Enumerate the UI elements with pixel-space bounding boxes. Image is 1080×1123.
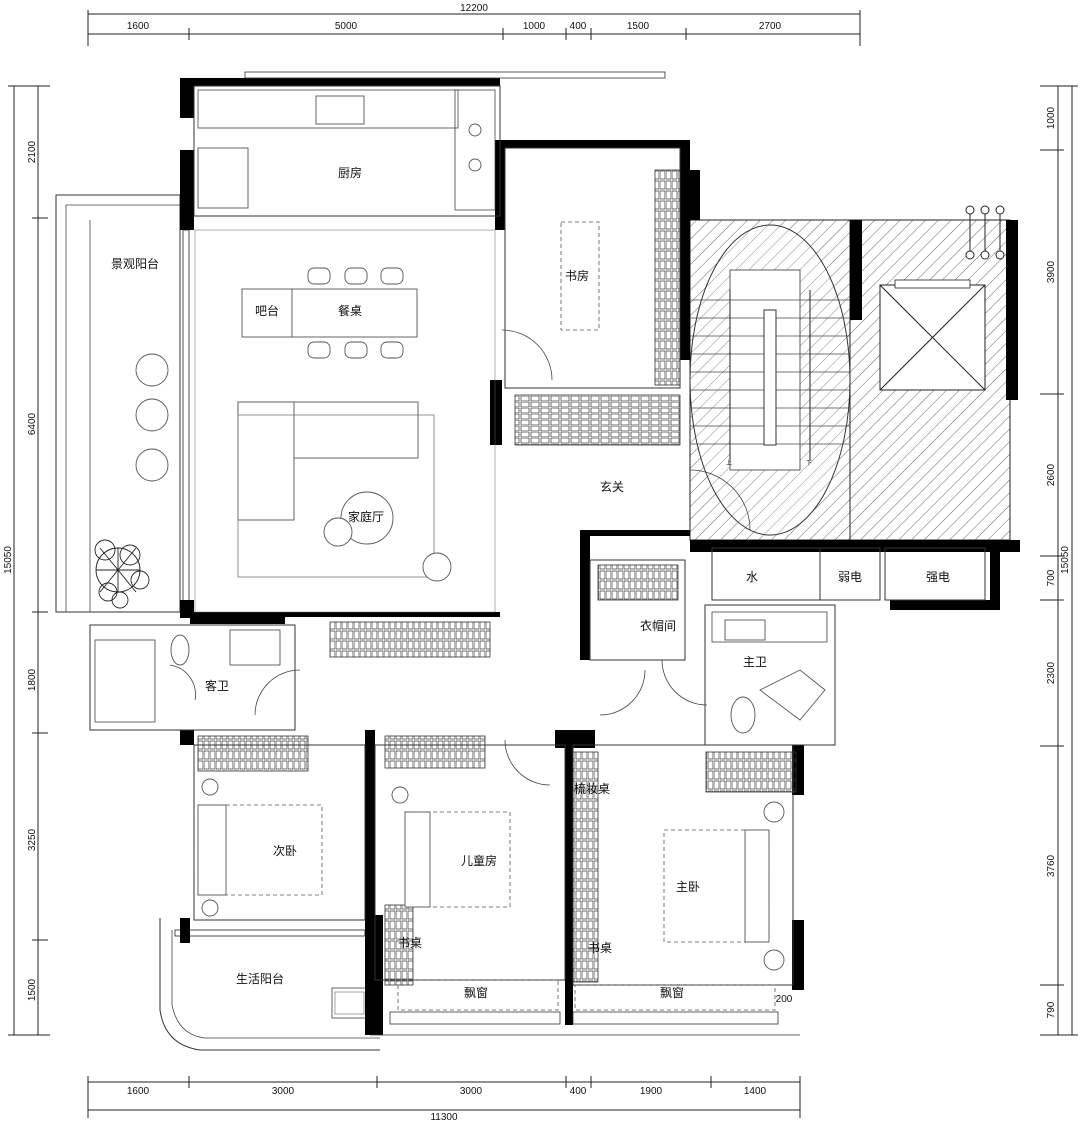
room-label-service-balcony: 生活阳台 — [236, 971, 284, 986]
room-label-weak-elec: 弱电 — [838, 570, 862, 584]
dim-right-seg: 3760 — [1046, 854, 1057, 877]
room-label-vanity: 梳妆桌 — [574, 781, 610, 796]
room-label-strong-elec: 强电 — [926, 570, 950, 584]
room-label-master-bed: 主卧 — [676, 880, 700, 894]
furniture — [169, 267, 826, 971]
dim-top-seg: 1500 — [627, 21, 650, 32]
room-label-desk: 书桌 — [588, 941, 612, 955]
dim-left-seg: 1800 — [27, 668, 38, 691]
walls — [180, 78, 1020, 1035]
dim-right-total: 15050 — [1060, 546, 1071, 574]
dim-left-seg: 2100 — [27, 140, 38, 163]
dim-top-seg: 5000 — [335, 21, 358, 32]
dim-top-seg: 1000 — [523, 21, 546, 32]
stair-elevator-core: 上 下 — [689, 205, 1018, 541]
room-label-cloakroom: 衣帽间 — [640, 618, 676, 633]
dim-left-total: 15050 — [3, 546, 14, 574]
room-label-study: 书房 — [565, 268, 589, 283]
dim-bottom-seg: 1400 — [744, 1086, 767, 1097]
dimension-top: 12200 1600 5000 1000 400 1500 2700 — [87, 3, 861, 46]
dim-left-seg: 3250 — [27, 828, 38, 851]
dim-left-seg: 1500 — [27, 978, 38, 1001]
view-balcony: 景观阳台 — [55, 194, 190, 613]
dim-right-seg: 2600 — [1046, 463, 1057, 486]
dim-bottom-seg: 3000 — [460, 1086, 483, 1097]
dim-right-seg: 700 — [1046, 569, 1057, 586]
room-label-view-balcony: 景观阳台 — [111, 256, 159, 271]
dim-bottom-seg: 400 — [570, 1086, 587, 1097]
room-labels: 厨房 书房 吧台 餐桌 家庭厅 玄关 水 弱电 强电 衣帽间 客卫 主卫 次卧 … — [205, 165, 950, 1005]
dim-top-seg: 1600 — [127, 21, 150, 32]
dim-left-seg: 6400 — [27, 412, 38, 435]
room-label-bay-window: 飘窗 — [660, 986, 684, 1000]
dim-right-seg: 1000 — [1046, 106, 1057, 129]
interior-lines — [89, 71, 986, 1036]
room-label-family-hall: 家庭厅 — [348, 509, 384, 524]
dim-top-seg: 2700 — [759, 21, 782, 32]
dimension-right: 15050 1000 3900 2600 700 2300 3760 790 — [1040, 85, 1078, 1036]
room-label-guest-bath: 客卫 — [205, 678, 229, 693]
dimension-left: 15050 2100 6400 1800 3250 1500 — [3, 85, 50, 1036]
room-label-kids-room: 儿童房 — [461, 853, 497, 868]
room-label-kitchen: 厨房 — [338, 165, 362, 180]
room-label-second-bed: 次卧 — [273, 844, 297, 858]
dimension-bottom: 1600 3000 3000 400 1900 1400 11300 — [87, 1076, 801, 1123]
stair-down-label: 下 — [806, 460, 812, 467]
dim-bottom-seg: 1900 — [640, 1086, 663, 1097]
dim-bottom-seg: 1600 — [127, 1086, 150, 1097]
dim-right-seg: 790 — [1046, 1001, 1057, 1018]
room-label-foyer: 玄关 — [600, 479, 624, 494]
dim-bottom-total: 11300 — [430, 1112, 458, 1123]
dim-top-seg: 400 — [570, 21, 587, 32]
room-label-bar: 吧台 — [255, 303, 279, 318]
dim-top-total: 12200 — [460, 3, 488, 14]
room-label-master-bath: 主卫 — [743, 655, 767, 669]
dim-right-seg: 3900 — [1046, 260, 1057, 283]
stair-up-label: 上 — [726, 459, 732, 467]
room-label-water: 水 — [746, 570, 758, 584]
room-label-desk: 书桌 — [398, 936, 422, 950]
small-dim-200: 200 — [776, 994, 793, 1005]
dim-right-seg: 2300 — [1046, 661, 1057, 684]
room-label-dining: 餐桌 — [338, 303, 362, 318]
room-label-bay-window: 飘窗 — [464, 986, 488, 1000]
service-balcony: 生活阳台 — [159, 918, 380, 1051]
dim-bottom-seg: 3000 — [272, 1086, 295, 1097]
